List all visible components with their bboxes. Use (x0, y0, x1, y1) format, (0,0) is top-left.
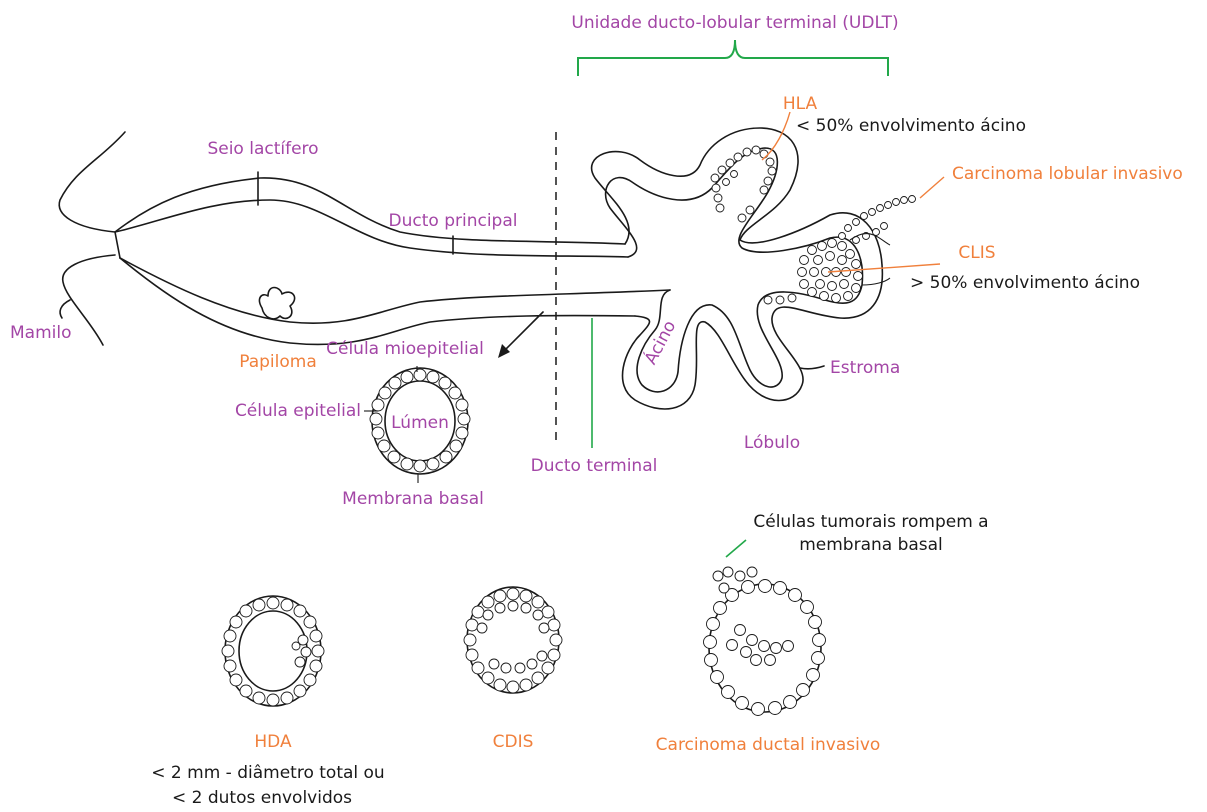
nipple-pointer (60, 300, 70, 318)
duct-inner-upper (115, 200, 628, 257)
hda-section (222, 596, 324, 706)
hda-note-line1: < 2 mm - diâmetro total ou (151, 763, 384, 783)
duct-inner-lower (120, 258, 670, 323)
papilloma-label: Papiloma (239, 352, 317, 372)
hla-label: HLA (783, 94, 818, 114)
lactiferous-sinus-label: Seio lactífero (207, 139, 318, 159)
tumor-cells-pointer (726, 540, 746, 557)
invasive-ductal-label: Carcinoma ductal invasivo (656, 735, 881, 755)
tumor-cells-label-line2: membrana basal (799, 535, 943, 555)
hda-note-line2: < 2 dutos envolvidos (172, 788, 352, 808)
stroma-label: Estroma (830, 358, 900, 378)
lumen-label: Lúmen (391, 413, 449, 433)
cdis-section (464, 587, 562, 693)
duct-outer-lower (120, 258, 635, 344)
stroma-pointer (800, 366, 824, 369)
myoepithelial-cell-label: Célula mioepitelial (326, 339, 484, 359)
terminal-duct-label: Ducto terminal (531, 456, 658, 476)
hla-note: < 50% envolvimento ácino (796, 116, 1026, 136)
main-duct-label: Ducto principal (389, 211, 518, 231)
papilloma-shape (260, 288, 295, 319)
epithelial-cell-label: Célula epitelial (235, 401, 361, 421)
cross-section-arrow-line (503, 312, 543, 352)
udlt-label: Unidade ducto-lobular terminal (UDLT) (571, 13, 898, 33)
hda-label: HDA (254, 732, 292, 752)
clis-label: CLIS (958, 243, 995, 263)
tumor-cells-label-line1: Células tumorais rompem a (753, 512, 988, 532)
clis-note: > 50% envolvimento ácino (910, 273, 1140, 293)
udlt-bracket (578, 40, 888, 76)
hla-cells (711, 146, 776, 222)
nipple-duct-junction (115, 232, 120, 258)
nipple-label: Mamilo (10, 323, 72, 343)
nipple-outline-top (59, 132, 125, 232)
invasive-fiber-2 (862, 278, 890, 285)
cdis-label: CDIS (493, 732, 534, 752)
lobule-label: Lóbulo (744, 433, 800, 453)
basement-membrane-label: Membrana basal (342, 489, 484, 509)
invasive-lobular-pointer (920, 177, 944, 198)
invasive-ductal-section (704, 567, 826, 716)
invasive-lobular-label: Carcinoma lobular invasivo (952, 164, 1183, 184)
